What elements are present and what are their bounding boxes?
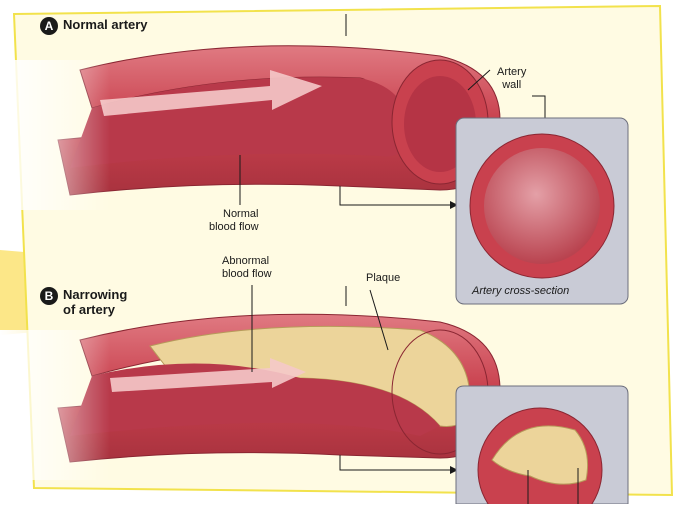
panel-a-badge: A xyxy=(40,17,58,35)
abnormal-flow-label-line2: blood flow xyxy=(222,268,272,281)
normal-flow-label-line1: Normal xyxy=(209,208,259,221)
panel-b-title-line1: Narrowing xyxy=(63,288,127,303)
artery-wall-label-line2: wall xyxy=(497,79,526,92)
abnormal-flow-label: Abnormal blood flow xyxy=(222,255,272,280)
panel-b-title: Narrowing of artery xyxy=(63,288,127,318)
artery-wall-label-line1: Artery xyxy=(497,66,526,79)
cross-section-caption: Artery cross-section xyxy=(472,285,569,298)
plaque-label: Plaque xyxy=(366,272,400,285)
normal-flow-label-line2: blood flow xyxy=(209,221,259,234)
panel-a-title: Normal artery xyxy=(63,18,148,33)
panel-b-badge: B xyxy=(40,287,58,305)
abnormal-flow-label-line1: Abnormal xyxy=(222,255,272,268)
normal-flow-label: Normal blood flow xyxy=(209,208,259,233)
panel-b-title-line2: of artery xyxy=(63,303,127,318)
artery-wall-label: Artery wall xyxy=(497,66,526,91)
